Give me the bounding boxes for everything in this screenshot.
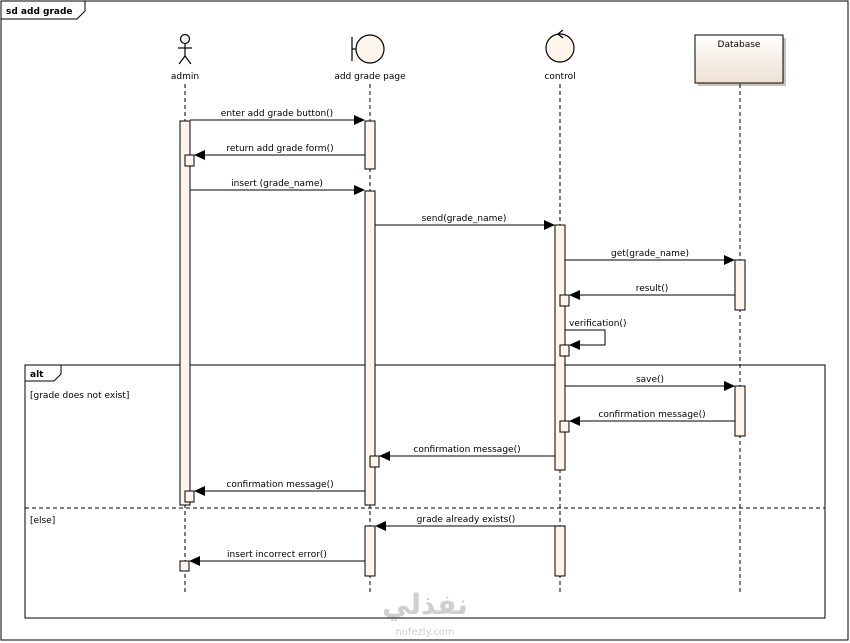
message-confirmation-page-to-admin: confirmation message() (194, 480, 365, 496)
activation-admin-nested-1 (184, 154, 195, 167)
activation-admin (179, 120, 191, 506)
frame-label: sd add grade (6, 7, 73, 17)
admin-actor-icon (178, 33, 192, 65)
activation-control-2 (554, 525, 566, 577)
activation-admin-3 (179, 560, 190, 572)
svg-text:save(): save() (636, 375, 664, 385)
svg-text:send(grade_name): send(grade_name) (422, 214, 507, 224)
message-insert-incorrect-error: insert incorrect error() (189, 550, 365, 566)
message-enter-add-grade-button: enter add grade button() (190, 109, 365, 125)
svg-text:return add grade form(): return add grade form() (226, 144, 333, 154)
message-result: result() (569, 284, 735, 300)
watermark-latin: nofezly.com (395, 627, 454, 638)
svg-text:confirmation message(): confirmation message() (413, 445, 520, 455)
alt-guard-1: [grade does not exist] (30, 391, 129, 401)
activation-page-3 (364, 525, 376, 577)
message-send-grade-name: send(grade_name) (375, 214, 555, 230)
lifeline-admin-label: admin (171, 72, 199, 82)
message-confirmation-control-to-page: confirmation message() (379, 445, 555, 461)
svg-text:verification(): verification() (569, 319, 626, 329)
activation-page-2 (364, 190, 376, 506)
lifeline-control-label: control (544, 72, 575, 82)
activation-control-nested-3 (559, 420, 570, 433)
activation-control-nested-1 (559, 294, 570, 307)
activation-page-nested (369, 455, 380, 468)
message-confirmation-db-to-control: confirmation message() (569, 410, 735, 426)
lifeline-database-label: Database (718, 40, 761, 50)
svg-text:enter add grade button(): enter add grade button() (221, 109, 333, 119)
activation-page-1 (364, 120, 376, 170)
alt-fragment (24, 364, 826, 619)
message-save: save() (565, 375, 735, 391)
message-verification: verification() (565, 319, 626, 350)
database-box (694, 34, 784, 84)
activation-database-1 (734, 259, 746, 311)
svg-text:insert incorrect error(): insert incorrect error() (227, 550, 327, 560)
activation-control-nested-2 (559, 344, 570, 357)
message-insert-grade-name: insert (grade_name) (190, 179, 365, 195)
message-grade-already-exists: grade already exists() (375, 515, 555, 531)
message-return-add-grade-form: return add grade form() (194, 144, 365, 160)
alt-guard-2: [else] (30, 516, 55, 526)
svg-text:confirmation message(): confirmation message() (598, 410, 705, 420)
activation-admin-nested-2 (184, 490, 195, 503)
svg-text:grade already exists(): grade already exists() (417, 515, 516, 525)
lifeline-page-label: add grade page (334, 72, 406, 82)
alt-tab (25, 365, 62, 382)
activation-database-2 (734, 385, 746, 437)
message-get-grade-name: get(grade_name) (565, 249, 735, 265)
boundary-icon (351, 34, 385, 64)
control-icon (545, 29, 575, 63)
svg-text:result(): result() (636, 284, 668, 294)
alt-label: alt (30, 370, 44, 380)
frame-tab (1, 1, 86, 20)
watermark-arabic: نفذلي (382, 588, 468, 621)
svg-text:get(grade_name): get(grade_name) (611, 249, 689, 259)
svg-text:insert (grade_name): insert (grade_name) (231, 179, 323, 189)
svg-text:confirmation message(): confirmation message() (226, 480, 333, 490)
